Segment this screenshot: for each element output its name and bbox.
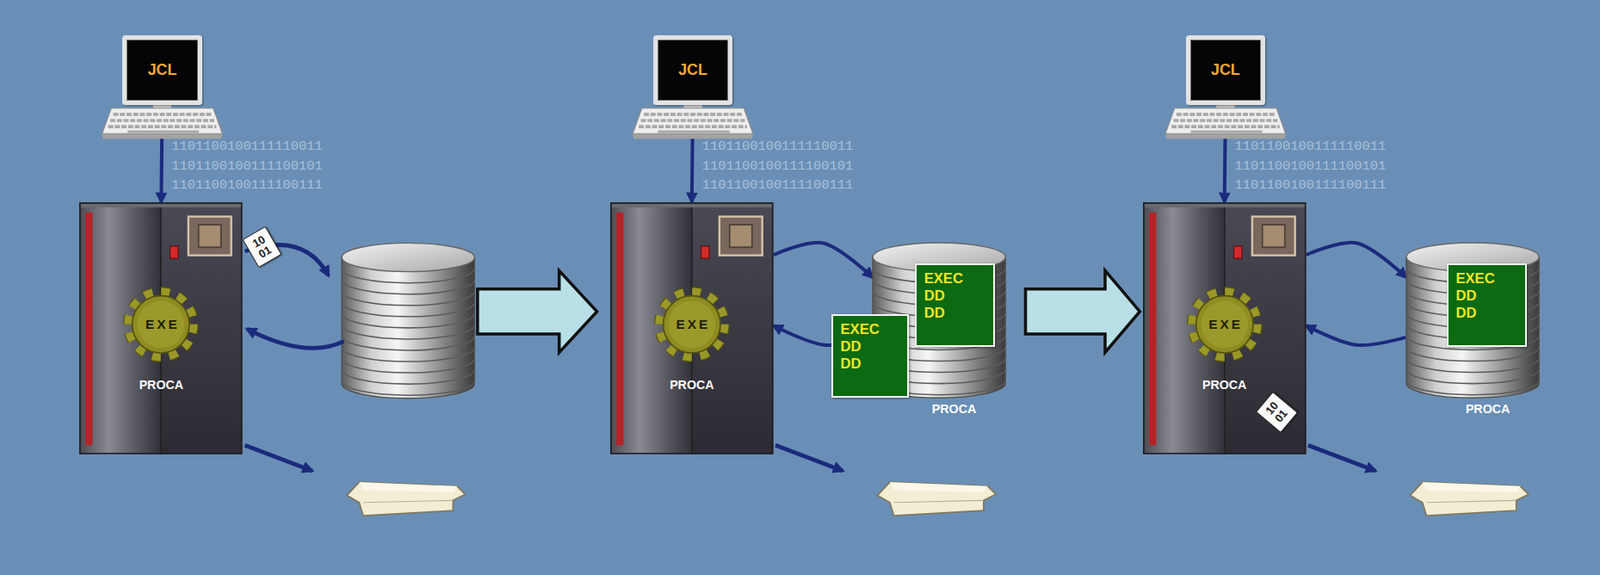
disk-label: PROCA [872, 401, 1006, 417]
binary-watermark: 1101100100111100101 [1235, 158, 1387, 174]
printer [1308, 444, 1529, 516]
jcl-statement: DD [840, 338, 902, 356]
read-arrow [247, 328, 345, 348]
jcl-procedure-box: EXECDDDD [831, 314, 909, 398]
terminal-label: JCL [1210, 61, 1241, 80]
program-gear: EXE [654, 286, 730, 363]
keyboard [632, 104, 754, 139]
step-arrow [1025, 270, 1141, 353]
binary-watermark: 1101100100111110011 [171, 138, 323, 155]
terminal-screen: JCL [653, 35, 733, 106]
terminal-screen: JCL [1186, 35, 1266, 106]
keyboard [102, 104, 223, 139]
terminal-label: JCL [148, 61, 178, 80]
program-label: EXE [142, 317, 180, 331]
jcl-procedure-box: EXECDDDD [914, 263, 995, 347]
jcl-statement: DD [1455, 287, 1518, 305]
printer [245, 444, 466, 516]
system-label: PROCA [79, 377, 243, 393]
mainframe: PROCA EXE [79, 202, 243, 455]
binary-watermark: 1101100100111100111 [1235, 177, 1387, 193]
disk-storage: PROCAEXECDDDD [1406, 242, 1539, 425]
program-gear: EXE [123, 286, 199, 363]
shape-use [1192, 291, 1258, 358]
step-arrow [477, 270, 598, 353]
printer [775, 444, 996, 516]
system-label: PROCA [610, 377, 774, 393]
program-label: EXE [673, 317, 711, 331]
binary-watermark: 1101100100111100101 [702, 158, 854, 174]
shape-use [1406, 242, 1539, 398]
mainframe: PROCA EXE [610, 202, 774, 455]
binary-watermark: 1101100100111100111 [171, 177, 323, 193]
jcl-statement: EXEC [1455, 270, 1518, 288]
keyboard [1165, 104, 1286, 139]
shape-use [128, 291, 194, 358]
disk-label: PROCA [1406, 401, 1539, 417]
jcl-statement: EXEC [840, 321, 902, 339]
jcl-statement: EXEC [924, 270, 987, 288]
shape-use [610, 202, 774, 455]
flow-arrow [1306, 325, 1407, 346]
jcl-statement: DD [1455, 304, 1518, 322]
terminal-screen: JCL [122, 35, 202, 106]
jcl-procedure-box: EXECDDDD [1446, 263, 1526, 347]
disk-storage [341, 242, 475, 398]
binary-watermark: 1101100100111110011 [702, 138, 854, 155]
jcl-statement: DD [924, 287, 987, 305]
shape-use [659, 291, 725, 358]
program-label: EXE [1205, 317, 1243, 331]
system-label: PROCA [1142, 377, 1307, 393]
jcl-statement: DD [924, 304, 987, 322]
flow-arrow [773, 242, 873, 278]
jcl-statement: DD [840, 355, 902, 373]
card-label: 10 01 [249, 232, 276, 261]
shape-use [79, 202, 243, 455]
data-card: 10 01 [242, 226, 283, 268]
flow-arrow [1306, 242, 1407, 278]
binary-watermark: 1101100100111100111 [702, 177, 854, 193]
terminal-label: JCL [678, 61, 708, 80]
shape-use [1142, 202, 1307, 455]
program-gear: EXE [1186, 286, 1263, 363]
binary-watermark: 1101100100111110011 [1235, 138, 1387, 155]
mainframe: PROCAEXE10 01 [1142, 202, 1307, 455]
binary-watermark: 1101100100111100101 [171, 158, 323, 174]
